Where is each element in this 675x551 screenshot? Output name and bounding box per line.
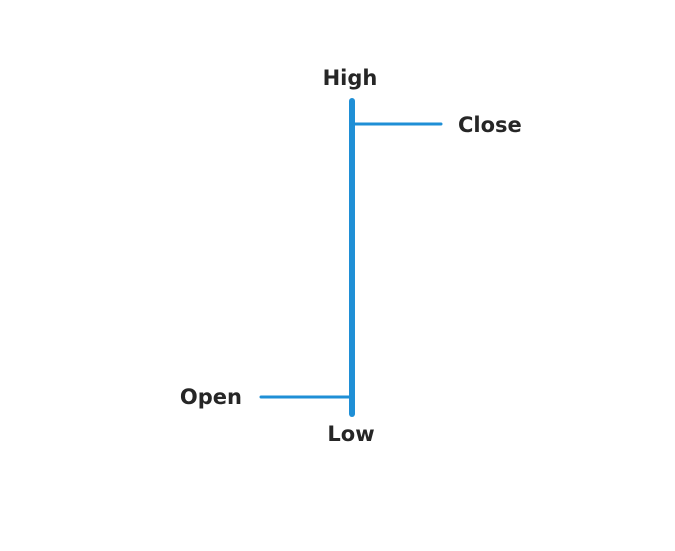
high-label: High bbox=[323, 66, 378, 90]
open-label: Open bbox=[180, 385, 242, 409]
close-label: Close bbox=[458, 113, 522, 137]
low-label: Low bbox=[327, 422, 374, 446]
